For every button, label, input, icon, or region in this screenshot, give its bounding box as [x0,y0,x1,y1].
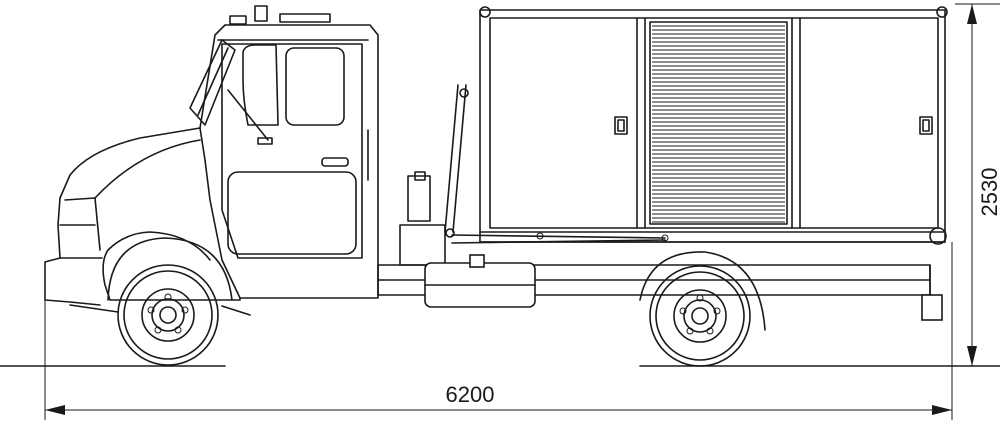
height-arrow-bottom [967,346,977,366]
length-label: 6200 [446,382,495,407]
height-label: 2530 [977,168,1000,217]
front-wheel [69,237,251,366]
dimension-lines [44,3,1000,420]
rear-bumper [921,264,943,321]
length-arrow-right [932,405,952,415]
hydraulic-post [407,84,666,244]
cargo-body [479,6,948,245]
length-arrow-left [45,405,65,415]
cab [44,5,379,306]
fuel-tank [424,254,536,308]
rear-wheel [639,251,766,367]
roller-shutter [649,21,788,225]
height-arrow-top [967,4,977,24]
